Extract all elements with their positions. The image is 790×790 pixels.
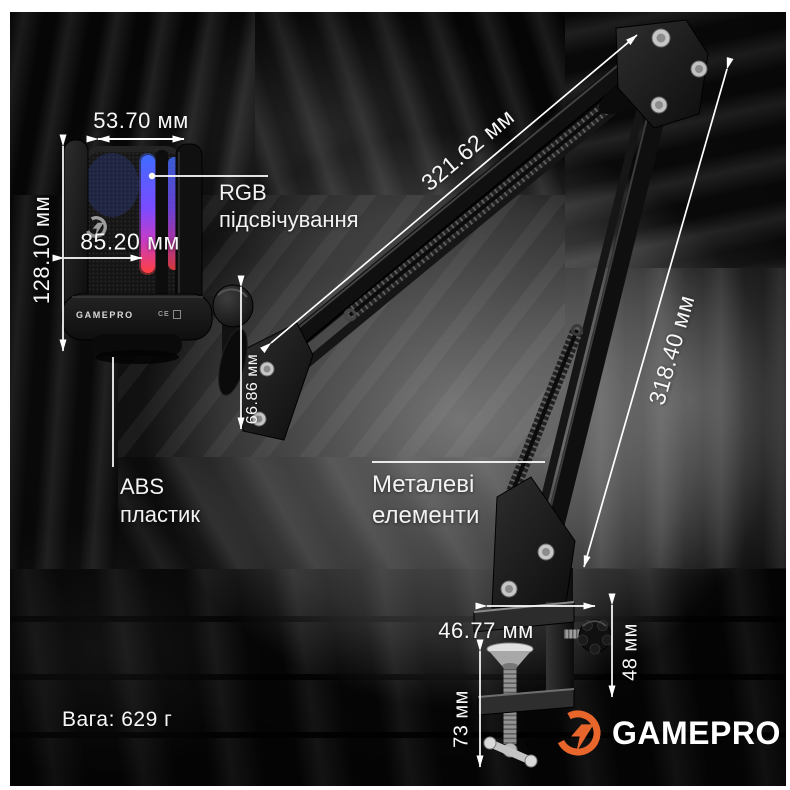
rgb-lighting-label: RGB підсвічування <box>219 180 359 232</box>
dim-knob-height-label: 48 мм <box>619 623 642 681</box>
dim-clamp-width-label: 46.77 мм <box>438 618 534 643</box>
abs-plastic-label: ABS пластик <box>120 474 200 527</box>
metal-elements-label: Металеві елементи <box>372 471 480 529</box>
ce-mark: CE <box>158 310 181 319</box>
desk-clamp <box>473 476 613 768</box>
frame-bottom <box>0 786 790 790</box>
mic-brand-label: GAMEPRO <box>76 310 134 320</box>
gamepro-logo-icon <box>555 710 601 756</box>
dim-screw-height-label: 73 мм <box>450 690 473 748</box>
frame-right <box>786 0 790 790</box>
weee-icon <box>172 310 181 319</box>
microphone <box>61 139 213 364</box>
dim-mic-width-label: 53.70 мм <box>93 108 189 133</box>
weight-label: Вага: 629 г <box>62 708 173 731</box>
gamepro-logo: GAMEPRO <box>552 706 781 760</box>
dim-mount-height-label: 66.86 мм <box>244 353 261 425</box>
dim-mic-height-label: 128.10 мм <box>29 195 54 305</box>
dim-mic-front-label: 85.20 мм <box>80 228 180 255</box>
frame-left <box>0 0 10 790</box>
gamepro-logo-text: GAMEPRO <box>612 714 781 751</box>
frame-top <box>0 0 790 12</box>
